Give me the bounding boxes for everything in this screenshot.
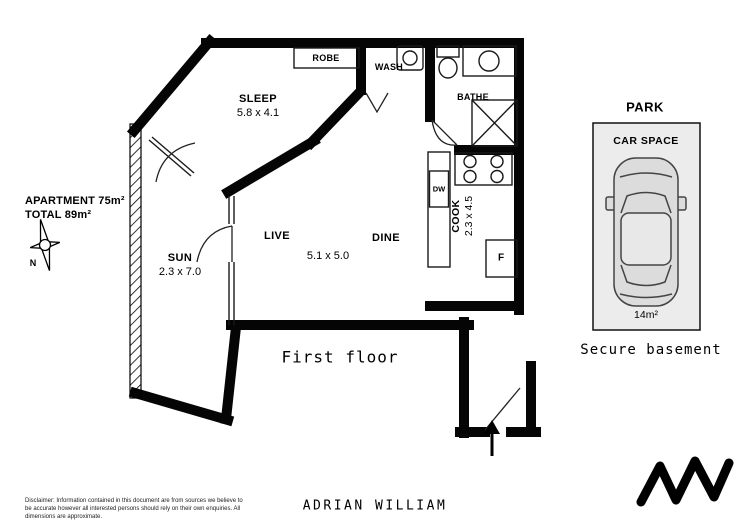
stove	[454, 152, 513, 186]
floor-caption: First floor	[281, 347, 399, 367]
room-label-live: LIVE	[263, 230, 291, 242]
park-area: 14m²	[634, 309, 658, 321]
park-title: PARK	[626, 99, 664, 115]
laundry-sink	[396, 45, 424, 71]
park-caption: Secure basement	[580, 342, 722, 358]
room-dims-live-dine: 5.1 x 5.0	[306, 250, 350, 262]
room-label-sleep: SLEEP	[238, 93, 278, 105]
cook-label: COOK	[450, 199, 462, 233]
wash-door	[365, 92, 389, 114]
area-summary: APARTMENT 75m² TOTAL 89m²	[25, 194, 125, 222]
disclaimer-text: Disclaimer: Information contained in thi…	[25, 498, 243, 521]
sun-door	[196, 225, 233, 263]
car-icon	[605, 157, 687, 307]
fridge-box	[485, 239, 518, 278]
toilet-cistern	[436, 45, 460, 58]
room-dims-sleep: 5.8 x 4.1	[236, 107, 280, 119]
cook-dims: 2.3 x 4.5	[463, 195, 475, 237]
apartment-area: APARTMENT 75m²	[25, 195, 125, 207]
toilet-bowl	[438, 57, 458, 79]
room-dims-sun: 2.3 x 7.0	[158, 266, 202, 278]
fixtures	[148, 45, 518, 325]
window-wall-hatch	[129, 123, 142, 399]
sleep-window-lines	[148, 136, 195, 177]
agency-logo-icon	[636, 456, 734, 507]
entry-arrow-icon	[484, 420, 500, 456]
room-label-robe: ROBE	[312, 53, 340, 63]
room-label-wash: WASH	[374, 62, 404, 72]
car-space-label: CAR SPACE	[613, 135, 679, 147]
kitchen-counter	[427, 151, 451, 268]
robe-closet	[293, 47, 360, 69]
room-label-cook: COOK 2.3 x 4.5	[450, 176, 476, 256]
vanity	[462, 45, 517, 77]
agency-name: ADRIAN WILLIAM	[302, 498, 448, 514]
shower	[471, 99, 518, 147]
compass-north-label: N	[29, 258, 37, 268]
total-area: TOTAL 89m²	[25, 209, 92, 221]
room-label-bathe: BATHE	[457, 92, 489, 102]
fridge-label: F	[497, 252, 505, 264]
sleep-door-arc	[155, 142, 196, 183]
bathe-door	[431, 119, 458, 146]
compass-icon	[29, 219, 61, 271]
room-label-sun: SUN	[167, 252, 193, 264]
vanity-basin	[478, 50, 500, 72]
dishwasher-label: DW	[432, 184, 446, 194]
walls	[126, 33, 541, 438]
dishwasher-box	[428, 170, 450, 208]
room-label-dine: DINE	[372, 232, 400, 244]
sun-divider-window	[228, 196, 235, 325]
